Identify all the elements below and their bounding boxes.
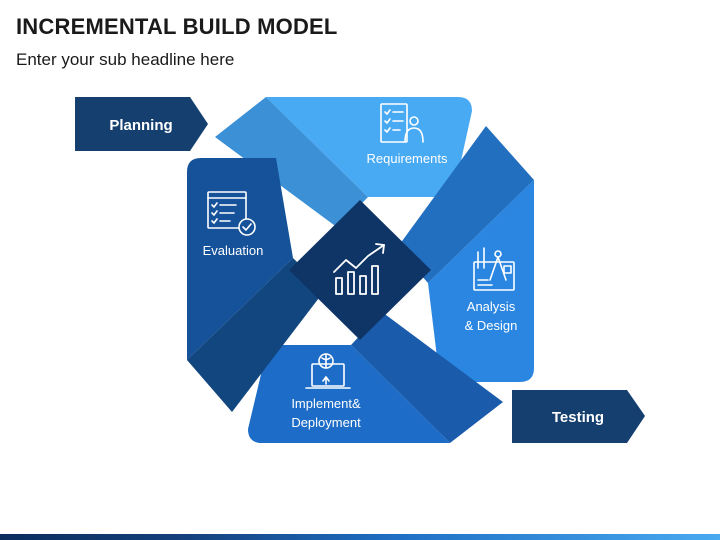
planning-tag[interactable]: Planning	[75, 97, 208, 151]
analysis-label-line1: Analysis	[467, 299, 516, 314]
drafting-tools-icon	[473, 247, 515, 291]
page-title: INCREMENTAL BUILD MODEL	[16, 14, 338, 39]
testing-tag[interactable]: Testing	[512, 390, 645, 443]
checklist-approved-icon	[207, 191, 256, 236]
analysis-label-line2: & Design	[465, 318, 518, 333]
center-diamond	[289, 200, 431, 340]
laptop-upload-icon	[305, 353, 351, 389]
requirements-label: Requirements	[367, 151, 448, 166]
stage-analysis-design[interactable]	[397, 126, 534, 382]
implement-label-line1: Implement&	[291, 396, 361, 411]
implement-label-line2: Deployment	[291, 415, 361, 430]
sub-headline: Enter your sub headline here	[16, 50, 235, 69]
stage-implement-deployment[interactable]	[248, 312, 503, 443]
planning-label: Planning	[109, 117, 172, 134]
checklist-person-icon	[380, 103, 424, 143]
stage-requirements[interactable]	[215, 97, 472, 228]
testing-label: Testing	[552, 409, 604, 426]
footer-accent-bar	[0, 534, 720, 540]
evaluation-label: Evaluation	[203, 243, 264, 258]
stage-evaluation[interactable]	[187, 158, 325, 412]
growth-chart-icon	[333, 243, 385, 295]
